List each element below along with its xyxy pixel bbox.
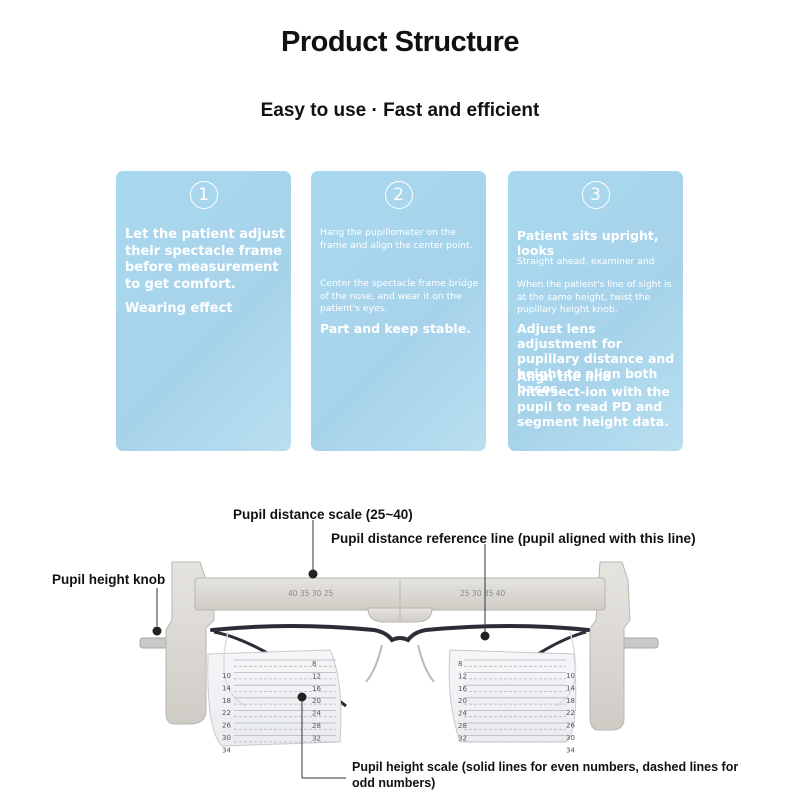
step-number-1: 1 — [189, 181, 218, 209]
product-diagram: 40 35 30 25 25 30 35 40 10 14 18 22 26 30 34 8 1… — [0, 480, 800, 800]
label-height-scale: Pupil height scale (solid lines for even… — [352, 760, 739, 790]
height-tick-label: 20 — [312, 697, 321, 705]
knob-marker — [152, 626, 162, 636]
height-tick-label: 28 — [458, 722, 467, 730]
label-pd-scale: Pupil distance scale (25~40) — [233, 507, 413, 522]
height-tick-label: 32 — [458, 734, 467, 742]
step-3-text-d: Adjust lens adjustment for pupillary dis… — [517, 321, 675, 396]
pd-scale-right: 25 30 35 40 — [460, 589, 506, 598]
step-3-text-e: Align the line intersect-ion with the pu… — [517, 369, 670, 429]
step-2-text-c: Part and keep stable. — [320, 321, 471, 336]
pd-scale-marker — [308, 569, 318, 579]
height-tick-label: 20 — [458, 697, 467, 705]
step-number-2: 2 — [384, 181, 413, 209]
step-3-text-b: Straight ahead, examiner and — [517, 256, 655, 267]
page-title: Product Structure — [280, 26, 520, 58]
pd-scale-left: 40 35 30 25 — [288, 589, 334, 598]
step-card-1: 1 Let the patient adjust their spectacle… — [116, 171, 291, 451]
pupillometer-illustration: 40 35 30 25 25 30 35 40 10 14 18 22 26 30 34 8 1… — [139, 520, 659, 779]
glasses-frame — [210, 624, 590, 643]
step-3-text-c: When the patient's line of sight is at t… — [517, 279, 672, 315]
step-number-3: 3 — [581, 181, 610, 209]
height-tick-label: 10 — [566, 672, 575, 680]
step-2-text-a: Hang the pupillometer on the frame and a… — [320, 227, 473, 251]
height-tick-label: 8 — [312, 660, 316, 668]
right-knob-rod — [621, 637, 659, 649]
height-tick-label: 24 — [458, 710, 467, 718]
height-tick-label: 10 — [222, 672, 231, 680]
height-scale-marker — [297, 692, 307, 702]
height-tick-label: 14 — [222, 684, 231, 692]
label-height-knob: Pupil height knob — [52, 572, 166, 587]
height-tick-label: 8 — [458, 660, 462, 668]
height-tick-label: 16 — [312, 685, 321, 693]
height-tick-label: 12 — [458, 672, 467, 680]
height-tick-label: 14 — [566, 684, 575, 692]
height-tick-label: 12 — [312, 672, 321, 680]
height-tick-label: 16 — [458, 685, 467, 693]
step-2-text-b: Center the spectacle frame bridge of the… — [320, 278, 479, 314]
step-1-caption: Wearing effect — [125, 301, 233, 316]
step-1-text: Let the patient adjust their spectacle f… — [125, 227, 285, 292]
step-3-text-a: Patient sits upright, looks — [517, 228, 659, 258]
height-tick-label: 26 — [566, 722, 575, 730]
height-tick-label: 22 — [222, 709, 231, 717]
height-tick-label: 32 — [312, 734, 321, 742]
height-tick-label: 30 — [566, 734, 575, 742]
page-subtitle: Easy to use · Fast and efficient — [260, 100, 540, 121]
height-tick-label: 34 — [566, 746, 575, 754]
height-tick-label: 28 — [312, 722, 321, 730]
step-card-3: 3 Patient sits upright, looks Straight a… — [508, 171, 683, 451]
height-tick-label: 30 — [222, 734, 231, 742]
height-tick-label: 22 — [566, 709, 575, 717]
pd-reference-marker — [480, 631, 490, 641]
right-height-lens — [448, 649, 577, 743]
height-tick-label: 34 — [222, 746, 231, 754]
height-tick-label: 26 — [222, 722, 231, 730]
height-tick-label: 18 — [222, 697, 231, 705]
label-pd-reference: Pupil distance reference line (pupil ali… — [331, 531, 696, 546]
height-tick-label: 18 — [566, 697, 575, 705]
step-card-2: 2 Hang the pupillometer on the frame and… — [311, 171, 486, 451]
height-tick-label: 24 — [312, 710, 321, 718]
